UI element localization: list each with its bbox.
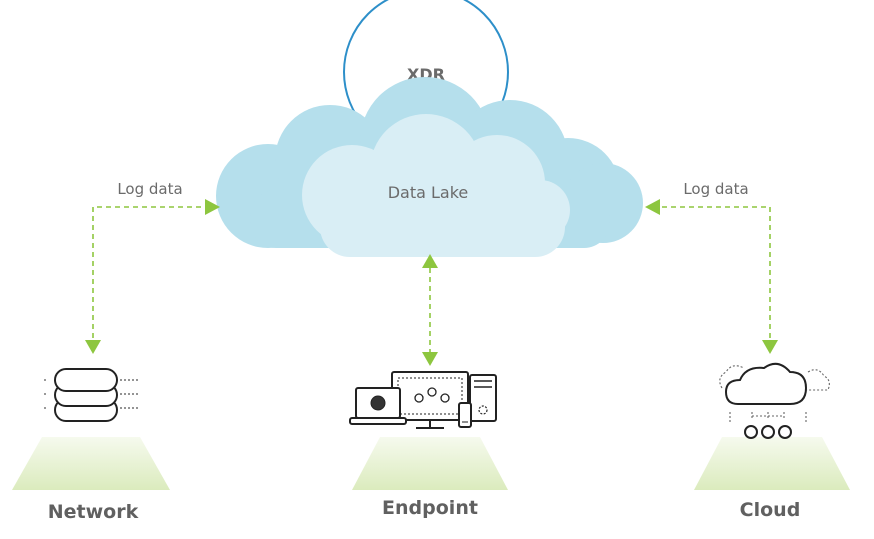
arrow-to-cloud	[762, 340, 778, 354]
node-label-network: Network	[48, 501, 139, 523]
connector-network	[92, 206, 205, 338]
data-lake-label: Data Lake	[388, 183, 469, 202]
pedestal-network	[12, 437, 170, 490]
arrow-down-to-endpoint	[422, 352, 438, 366]
arrow-up-to-lake	[422, 254, 438, 268]
connectors	[92, 206, 771, 352]
arrow-into-lake-left	[205, 199, 220, 215]
cloud-network-icon	[719, 362, 830, 439]
arrow-into-lake-right	[645, 199, 660, 215]
data-lake-cloud: Data Lake	[216, 77, 643, 257]
arrowheads	[85, 199, 778, 366]
node-label-endpoint: Endpoint	[382, 497, 478, 519]
pedestal-endpoint	[352, 437, 508, 490]
database-icon	[44, 368, 140, 422]
log-data-label-left: Log data	[117, 180, 182, 198]
arrow-to-network	[85, 340, 101, 354]
pedestal-cloud	[694, 437, 850, 490]
log-data-label-right: Log data	[683, 180, 748, 198]
connector-cloud	[660, 206, 771, 338]
devices-icon	[349, 371, 497, 429]
node-label-cloud: Cloud	[740, 499, 801, 521]
